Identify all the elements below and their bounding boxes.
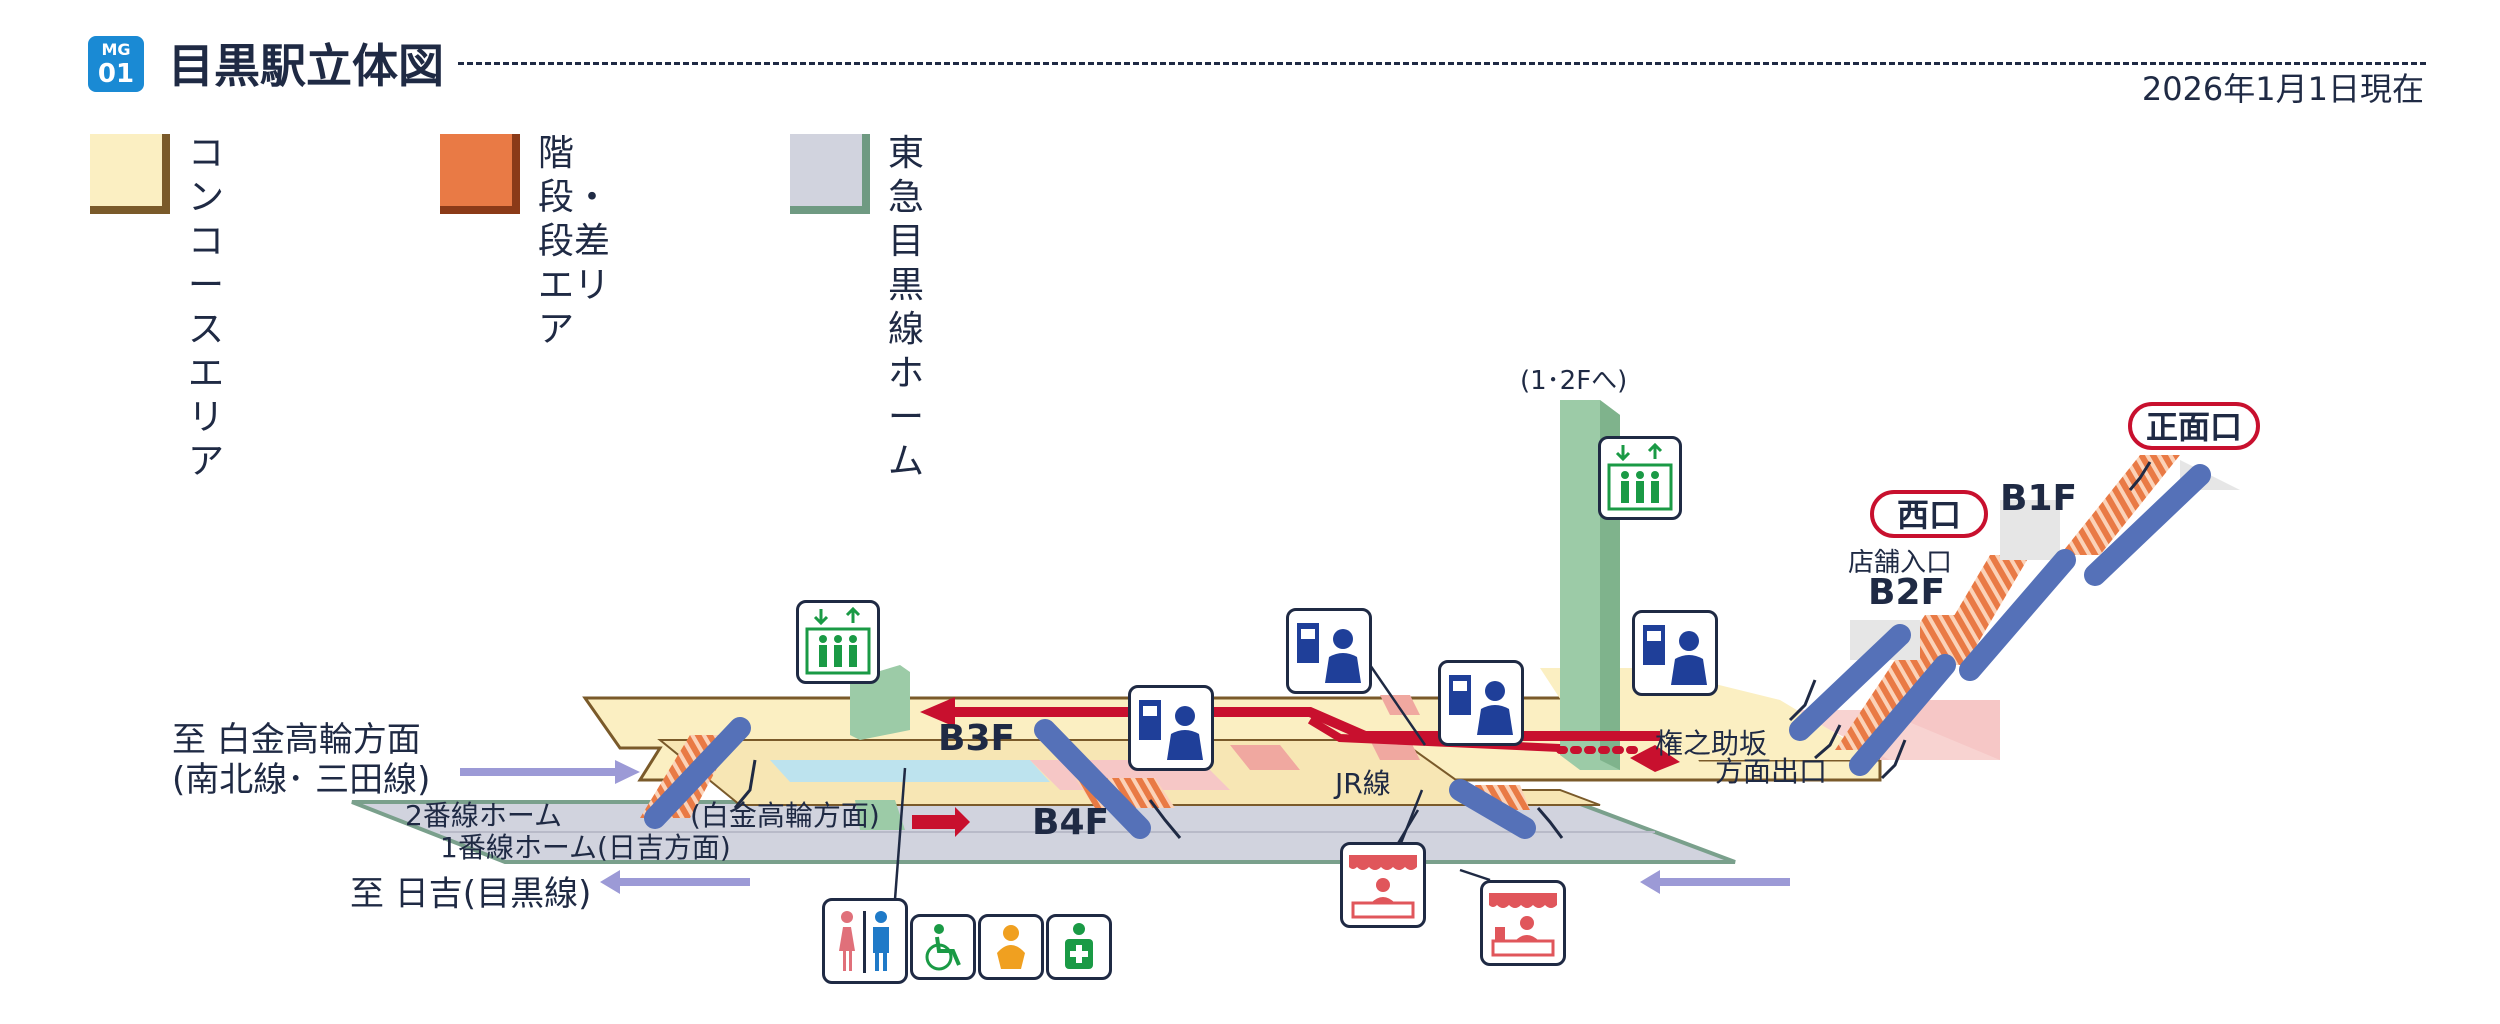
steps-b3f: [1230, 745, 1300, 770]
route-exit-arrow: [1630, 745, 1680, 772]
exit-west[interactable]: 西口: [1870, 490, 1988, 538]
restroom-icon[interactable]: [822, 898, 908, 984]
shop-graphic: [1489, 893, 1557, 957]
wheelchair-graphic: [925, 924, 961, 971]
header-divider: [458, 62, 2426, 65]
baby-care-icon[interactable]: [978, 914, 1044, 980]
landing-b1f: [2000, 500, 2060, 560]
label-jr-line: JR線: [1335, 767, 1391, 800]
dest-shirokane-2: (南北線･ 三田線): [172, 760, 431, 800]
wheelchair-icon[interactable]: [910, 914, 976, 980]
ostomate-graphic: [1065, 923, 1093, 969]
escalator-main: [2084, 464, 2211, 586]
steps-b3f-3: [1380, 695, 1420, 715]
legend-label-platform: 東急目黒線 ホーム: [888, 133, 925, 482]
ticket-machine-graphic: [1449, 675, 1513, 735]
elevator-icon[interactable]: [1598, 436, 1682, 520]
dest-shirokane-1: 至 白金高輪方面: [172, 720, 421, 760]
shop-icon[interactable]: [1340, 842, 1426, 928]
escalator-west-2: [1849, 654, 1956, 776]
ticket-machine-graphic: [1297, 623, 1361, 683]
route-platform-arrow: [912, 807, 970, 837]
route-upper-arrowhead: [920, 697, 955, 727]
stair-zone-3: [1900, 710, 2000, 720]
baby-care-graphic: [997, 925, 1025, 969]
label-to-floors: (1･2Fへ): [1520, 366, 1628, 396]
legend-swatch-concourse: [90, 134, 170, 214]
ticket-machine-icon[interactable]: [1438, 660, 1524, 746]
floor-b1f: B1F: [2000, 478, 2078, 519]
label-platform1: 1番線ホーム(日吉方面): [440, 831, 731, 864]
stairs-main: [2060, 455, 2180, 555]
ticket-machine-graphic: [1139, 700, 1203, 760]
stairs-b2f: [1925, 555, 2030, 665]
as-of-date: 2026年1月1日現在: [2141, 70, 2424, 108]
shop-graphic: [1349, 855, 1417, 919]
label-gonnosuke-2: 方面出口: [1715, 755, 1828, 788]
line-code-top: MG: [101, 40, 131, 59]
ticket-machine-graphic: [1643, 625, 1707, 685]
platform-area-b3f: [770, 760, 1050, 782]
shop-icon[interactable]: [1480, 880, 1566, 966]
line-code-bottom: 01: [97, 59, 135, 89]
elevator-icon-graphic: [805, 606, 871, 675]
direction-arrows: [460, 760, 1790, 894]
legend-label-stairs: 階段・段差 エリア: [538, 133, 611, 350]
arrow-to-hiyoshi-right: [1640, 870, 1790, 894]
restroom-graphic: [839, 911, 889, 973]
small-arrows: [733, 461, 2152, 839]
exit-main-label: 正面口: [2145, 408, 2242, 446]
dest-hiyoshi: 至 日吉(目黒線): [350, 874, 592, 914]
ostomate-icon[interactable]: [1046, 914, 1112, 980]
floor-b4f: B4F: [1032, 802, 1110, 843]
elevator-icon-graphic: [1607, 442, 1673, 511]
ticket-machine-icon[interactable]: [1632, 610, 1718, 696]
stairs-west: [1835, 615, 1965, 750]
floor-b3f: B3F: [938, 718, 1016, 759]
escalator-west-1: [1789, 624, 1911, 741]
escalator-jr: [1449, 779, 1536, 839]
arrow-to-hiyoshi-left: [600, 870, 750, 894]
ticket-machine-icon[interactable]: [1128, 685, 1214, 771]
legend-swatch-platform: [790, 134, 870, 214]
floor-b2f: B2F: [1868, 572, 1946, 613]
escalator-left: [644, 717, 751, 829]
legend-label-concourse: コンコース エリア: [188, 133, 225, 482]
escalator-mid: [1034, 719, 1151, 839]
elevator-shaft-low: [855, 800, 905, 830]
ticket-machine-icon[interactable]: [1286, 608, 1372, 694]
escalator-b2f: [1959, 549, 2076, 681]
elevator-icon[interactable]: [796, 600, 880, 684]
label-platform2: 2番線ホーム: [405, 799, 562, 832]
escalators: [644, 464, 2211, 839]
line-badge: MG 01: [88, 36, 144, 92]
page-title: 目黒駅立体図: [168, 39, 444, 93]
legend-swatch-stairs: [440, 134, 520, 214]
label-gonnosuke-1: 権之助坂: [1655, 727, 1768, 760]
exit-west-label: 西口: [1896, 496, 1961, 534]
label-platform2-direction: (白金高輪方面): [690, 799, 880, 832]
label-shop-entrance: 店舗入口: [1848, 548, 1953, 578]
arrow-to-shirokane: [460, 760, 640, 784]
exit-main[interactable]: 正面口: [2128, 402, 2260, 450]
